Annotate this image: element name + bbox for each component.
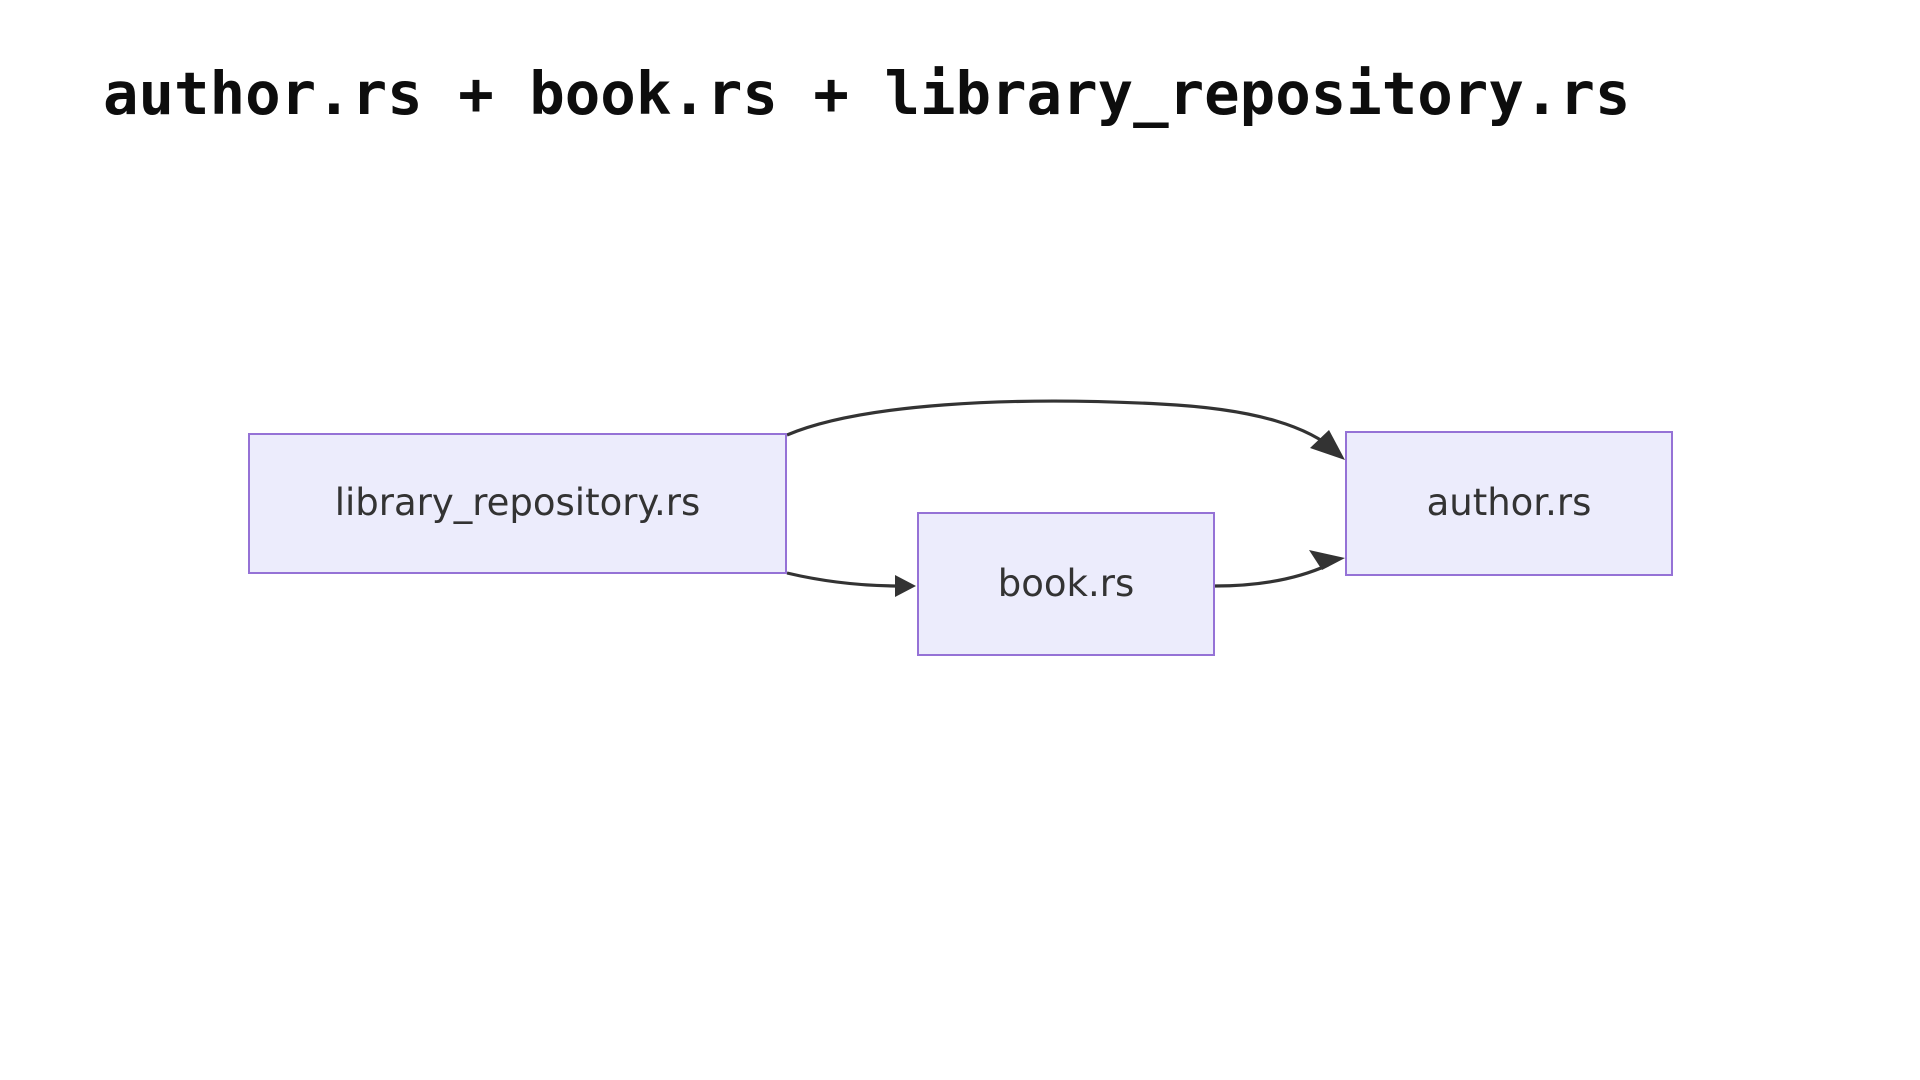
edge-library_repository-book: [786, 571, 916, 597]
page-title: author.rs + book.rs + library_repository…: [103, 59, 1631, 128]
edge-library_repository-author-arrowhead: [1310, 430, 1345, 460]
edge-library_repository-book-arrowhead: [895, 575, 916, 597]
edge-book-author-path: [1214, 563, 1329, 588]
node-author[interactable]: author.rs: [1345, 431, 1673, 576]
node-book[interactable]: book.rs: [917, 512, 1215, 656]
node-library-repository[interactable]: library_repository.rs: [248, 433, 787, 574]
edge-library_repository-author-path: [786, 399, 1339, 454]
node-label: library_repository.rs: [334, 481, 701, 525]
node-label: author.rs: [1426, 481, 1592, 525]
node-label: book.rs: [997, 561, 1135, 605]
edge-book-author: [1214, 550, 1345, 588]
edge-book-author-arrowhead: [1309, 550, 1345, 570]
edge-library_repository-book-path: [786, 571, 901, 588]
edge-library_repository-author: [786, 399, 1345, 460]
